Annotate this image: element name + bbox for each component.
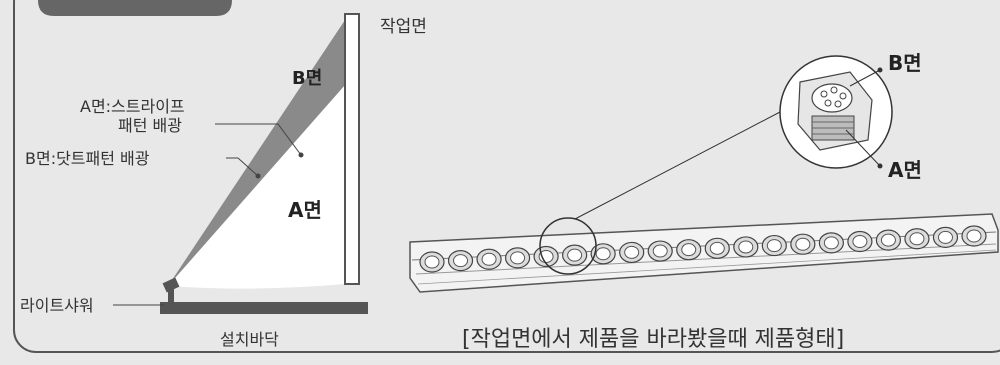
b-desc-leader	[226, 157, 259, 177]
a-desc-line2: 패턴 배광	[118, 116, 182, 135]
lens-inner	[795, 237, 811, 251]
b-desc-label: B면:닷트패턴 배광	[25, 149, 150, 168]
b-callout-label: B면	[888, 51, 922, 75]
a-desc-line1: A면:스트라이프	[80, 97, 185, 116]
lens-inner	[709, 241, 725, 255]
a-desc-leader	[215, 123, 302, 156]
a-surface-label: A면	[288, 198, 322, 222]
work-surface-label: 작업면	[380, 17, 427, 37]
lens-inner	[481, 252, 497, 266]
lens-inner	[652, 244, 668, 258]
side-view-diagram: 작업면 B면 A면:스트라이프 패턴 배광 B면:닷트패턴 배광 A면 라이트샤…	[20, 13, 427, 349]
floor-label: 설치바닥	[220, 330, 279, 349]
lens-inner	[567, 248, 583, 262]
magnified-lens	[797, 71, 873, 151]
lens-inner	[852, 234, 868, 248]
lens-inner	[966, 229, 982, 243]
b-surface-label: B면	[292, 68, 322, 89]
header-tab	[38, 0, 232, 16]
b-surface-light-beam	[168, 20, 345, 286]
a-surface-light-cone	[168, 85, 345, 289]
a-callout-label: A면	[888, 158, 922, 182]
lens-inner	[424, 255, 440, 269]
product-caption: [작업면에서 제품을 바라봤을때 제품형태]	[462, 327, 844, 352]
lens-inner	[681, 243, 697, 257]
lens-inner	[624, 245, 640, 259]
lens-inner	[823, 236, 839, 250]
zoom-circle-small	[539, 217, 597, 275]
lens-inner	[766, 239, 782, 253]
lens-inner	[510, 251, 526, 265]
lens-row	[419, 225, 987, 273]
work-surface	[344, 13, 360, 285]
light-shower-label: 라이트샤워	[20, 296, 94, 315]
lens-inner	[880, 233, 896, 247]
outer-frame	[13, 0, 1000, 353]
light-fixture	[162, 277, 180, 302]
lens-inner	[738, 240, 754, 254]
product-view-diagram: B면 A면 [작업면에서 제품을 바라봤을때 제품형태]	[409, 51, 999, 352]
lens-inner	[453, 254, 469, 268]
lens-inner	[937, 230, 953, 244]
installation-floor	[160, 302, 368, 314]
lens-inner	[909, 232, 925, 246]
lens-inner	[595, 247, 611, 261]
